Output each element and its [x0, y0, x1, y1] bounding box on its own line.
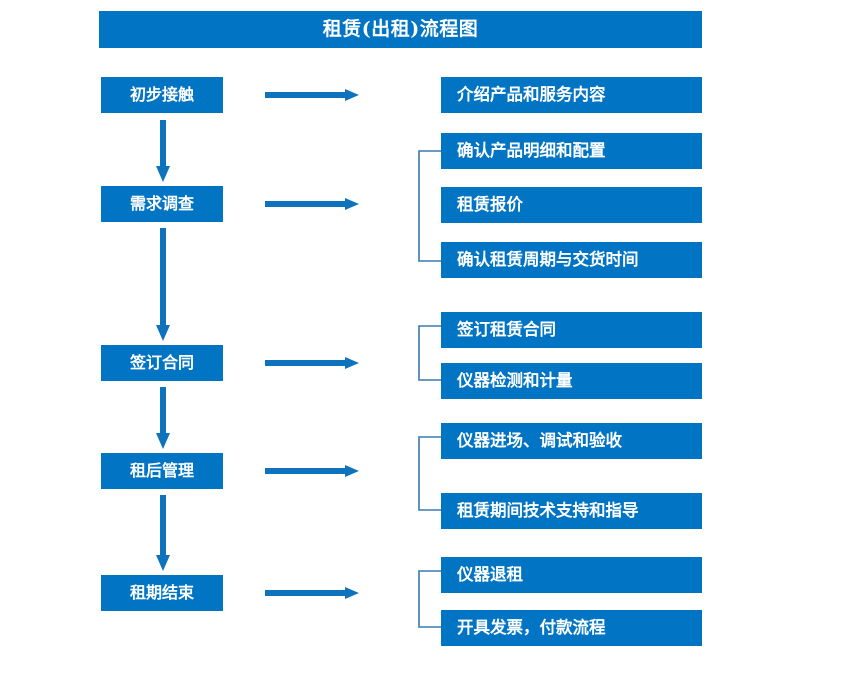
page-title: 租赁(出租)流程图	[322, 18, 479, 40]
stage-label: 签订合同	[129, 353, 194, 372]
right-arrow-to-contract-group	[265, 356, 359, 370]
down-arrow-contact-to-needs	[155, 120, 171, 182]
detail-box-tech-support[interactable]: 租赁期间技术支持和指导	[441, 493, 702, 529]
group-bracket-mgmt	[417, 436, 441, 511]
down-arrow-mgmt-to-end	[155, 495, 171, 571]
stage-label: 租后管理	[129, 461, 194, 480]
detail-box-invoice-payment[interactable]: 开具发票，付款流程	[441, 610, 702, 646]
detail-label: 介绍产品和服务内容	[457, 84, 606, 104]
stage-box-post-rental-mgmt[interactable]: 租后管理	[101, 453, 223, 489]
group-bracket-contract	[417, 325, 441, 381]
stage-box-needs-survey[interactable]: 需求调查	[101, 186, 223, 222]
flowchart-title-banner: 租赁(出租)流程图	[99, 11, 702, 48]
detail-box-confirm-spec[interactable]: 确认产品明细和配置	[441, 133, 702, 169]
detail-label: 仪器进场、调试和验收	[457, 430, 622, 450]
detail-label: 确认产品明细和配置	[457, 140, 606, 160]
detail-box-sign-rental-contract[interactable]: 签订租赁合同	[441, 312, 702, 348]
group-bracket-end	[417, 570, 441, 628]
detail-box-instrument-test[interactable]: 仪器检测和计量	[441, 363, 702, 399]
group-bracket-needs	[417, 150, 441, 262]
stage-box-rental-end[interactable]: 租期结束	[101, 575, 223, 611]
stage-label: 初步接触	[129, 85, 194, 104]
right-arrow-to-needs-group	[265, 197, 359, 211]
detail-box-intro-products[interactable]: 介绍产品和服务内容	[441, 77, 702, 113]
right-arrow-to-intro	[265, 88, 359, 102]
detail-label: 签订租赁合同	[457, 319, 556, 339]
down-arrow-contract-to-mgmt	[155, 387, 171, 449]
detail-label: 仪器检测和计量	[457, 370, 573, 390]
stage-label: 租期结束	[129, 583, 194, 602]
detail-box-rental-quote[interactable]: 租赁报价	[441, 187, 702, 223]
detail-label: 确认租赁周期与交货时间	[457, 249, 639, 269]
detail-label: 仪器退租	[457, 564, 523, 584]
detail-box-instrument-install[interactable]: 仪器进场、调试和验收	[441, 423, 702, 459]
stage-box-sign-contract[interactable]: 签订合同	[101, 345, 223, 381]
down-arrow-needs-to-contract	[155, 228, 171, 341]
stage-label: 需求调查	[129, 194, 194, 213]
right-arrow-to-end-group	[265, 586, 359, 600]
right-arrow-to-mgmt-group	[265, 464, 359, 478]
stage-box-initial-contact[interactable]: 初步接触	[101, 77, 223, 113]
detail-box-instrument-return[interactable]: 仪器退租	[441, 557, 702, 593]
detail-label: 开具发票，付款流程	[457, 617, 606, 637]
detail-box-confirm-period[interactable]: 确认租赁周期与交货时间	[441, 242, 702, 278]
detail-label: 租赁报价	[457, 194, 523, 214]
detail-label: 租赁期间技术支持和指导	[457, 500, 639, 520]
